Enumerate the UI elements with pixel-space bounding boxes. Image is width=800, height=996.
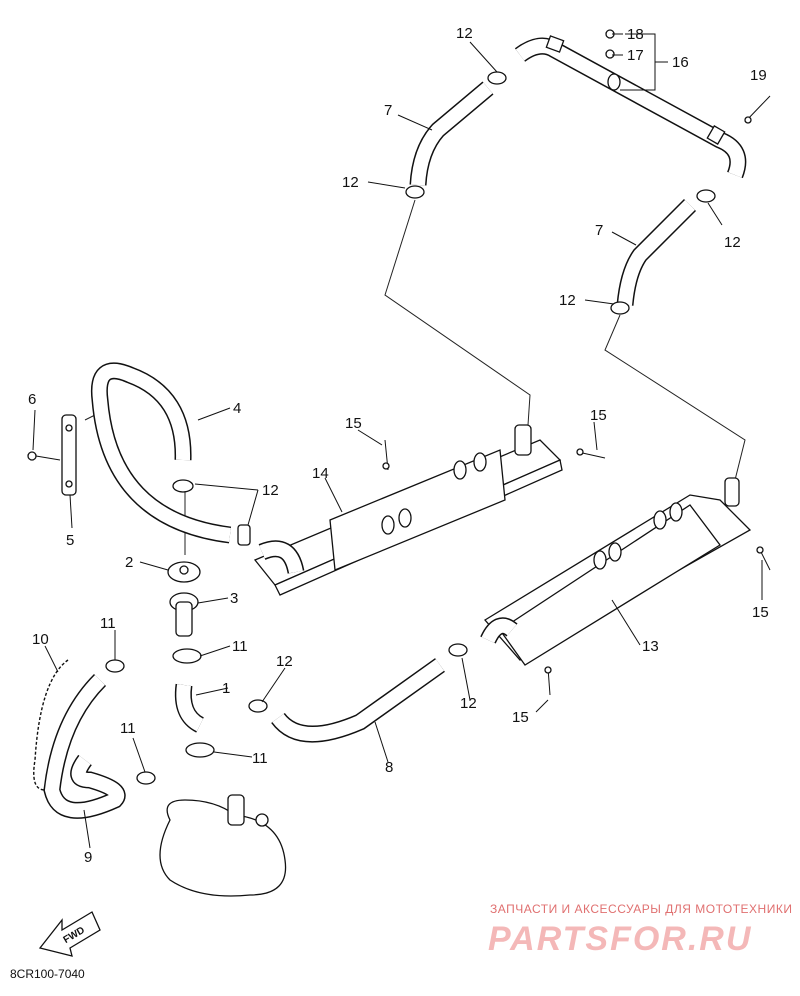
diagram-code: 8CR100-7040	[10, 967, 85, 981]
callout-7: 7	[595, 222, 603, 239]
callout-12: 12	[559, 292, 576, 309]
callout-15: 15	[590, 407, 607, 424]
hose-10-corrugated	[33, 659, 69, 791]
callout-11: 11	[100, 615, 116, 632]
radiator-left	[253, 424, 563, 596]
callout-12: 12	[342, 174, 359, 191]
fwd-arrow: FWD	[38, 911, 101, 957]
callout-12: 12	[724, 234, 741, 251]
callout-9: 9	[84, 849, 92, 866]
radiator-right	[480, 477, 752, 666]
callout-18: 18	[627, 26, 644, 43]
callout-1: 1	[222, 680, 230, 697]
hose-1-assembly	[172, 648, 215, 758]
callout-15: 15	[345, 415, 362, 432]
callout-14: 14	[312, 465, 329, 482]
bolt-19	[744, 95, 771, 124]
callout-12: 12	[460, 695, 477, 712]
thermostat-cap	[167, 561, 201, 583]
callout-leaders	[32, 33, 763, 849]
callout-11: 11	[120, 720, 136, 737]
callout-12: 12	[276, 653, 293, 670]
callout-17: 17	[627, 47, 644, 64]
hose-9-clamps	[105, 659, 156, 785]
callout-15: 15	[752, 604, 769, 621]
hose-4-clamps	[172, 479, 251, 546]
callout-7: 7	[384, 102, 392, 119]
upper-left-hose	[409, 81, 494, 186]
bracket-5	[61, 414, 77, 496]
callout-12: 12	[456, 25, 473, 42]
callout-11: 11	[252, 750, 268, 767]
upper-right-hose	[616, 198, 697, 306]
bolts-15	[382, 439, 771, 696]
hose-4	[90, 362, 232, 544]
bolt-6	[27, 451, 61, 461]
callout-10: 10	[32, 631, 49, 648]
callout-4: 4	[233, 400, 241, 417]
watermark: ЗАПЧАСТИ И АКСЕССУАРЫ ДЛЯ МОТОТЕХНИКИ PA…	[488, 902, 792, 958]
callout-13: 13	[642, 638, 659, 655]
callout-8: 8	[385, 759, 393, 776]
thermostat-housing	[169, 592, 199, 637]
upper-clamps	[405, 71, 716, 315]
callout-11: 11	[232, 638, 248, 655]
watermark-brand: PARTSFOR.RU	[488, 920, 752, 958]
callout-15: 15	[512, 709, 529, 726]
routing-lines	[84, 199, 746, 555]
callout-labels: 12 18 17 16 19 7 12 7 12 12 6 4 15 15 14…	[28, 25, 769, 866]
hose-8	[271, 658, 445, 743]
callout-16: 16	[672, 54, 689, 71]
callout-3: 3	[230, 590, 238, 607]
hose-9	[43, 673, 126, 819]
callout-5: 5	[66, 532, 74, 549]
callout-19: 19	[750, 67, 767, 84]
callout-6: 6	[28, 391, 36, 408]
callout-2: 2	[125, 554, 133, 571]
callout-12: 12	[262, 482, 279, 499]
hose-8-clamps	[248, 643, 468, 713]
watermark-tagline: ЗАПЧАСТИ И АКСЕССУАРЫ ДЛЯ МОТОТЕХНИКИ	[490, 902, 792, 916]
water-pump-housing	[159, 794, 287, 897]
